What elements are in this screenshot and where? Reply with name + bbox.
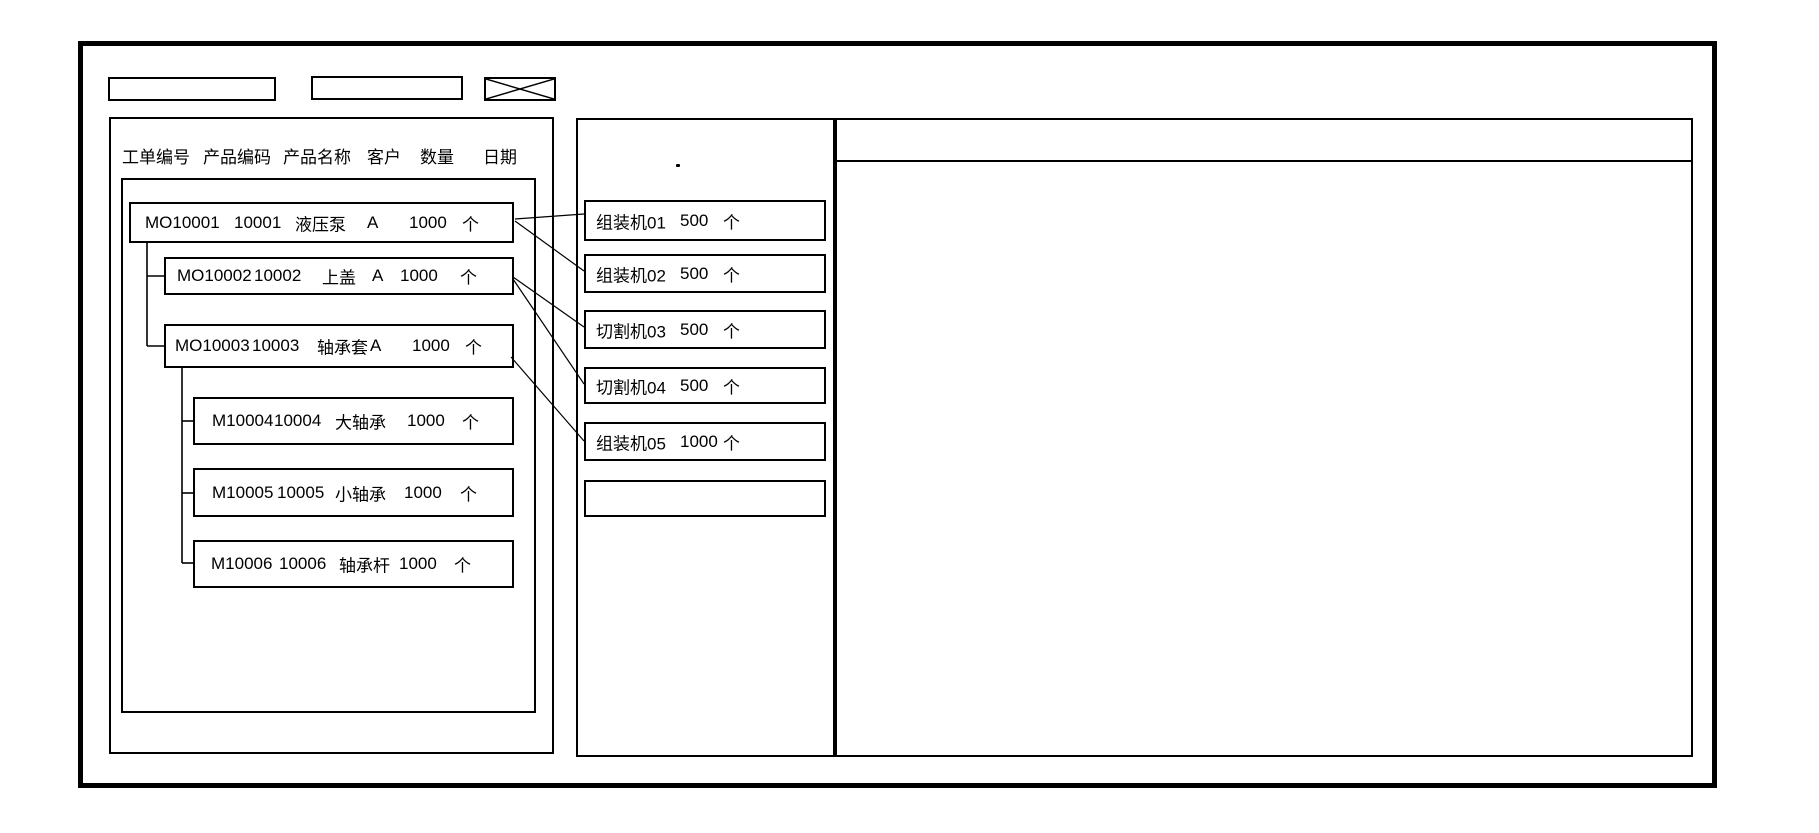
product-code: 10001: [234, 212, 282, 232]
product-name: 轴承套: [317, 338, 368, 358]
work-order-row-MO10002[interactable]: MO10002 10002 上盖 A 1000 个: [164, 257, 514, 295]
machine-box-4[interactable]: 切割机04 500 个: [584, 367, 826, 404]
work-order-row-M10005[interactable]: M10005 10005 小轴承 1000 个: [193, 468, 514, 517]
qty: 1000: [399, 554, 437, 573]
product-code: 10002: [254, 266, 302, 285]
machine-unit: 个: [723, 266, 740, 285]
order-no: M10005: [212, 482, 274, 502]
machine-qty: 500: [680, 210, 709, 230]
product-code: 10004: [274, 411, 322, 430]
qty: 1000: [404, 482, 442, 502]
customer: A: [372, 266, 384, 285]
unit: 个: [462, 215, 479, 234]
order-no: MO10003: [175, 336, 250, 355]
qty: 1000: [409, 212, 447, 232]
column-header-order-no: 工单编号: [122, 148, 190, 167]
toolbar-field-1[interactable]: [108, 77, 276, 101]
order-no: MO10002: [177, 266, 252, 285]
machine-box-3[interactable]: 切割机03 500 个: [584, 310, 826, 349]
machine-unit: 个: [723, 213, 740, 232]
product-name: 液压泵: [295, 215, 346, 234]
x-icon: [486, 79, 554, 99]
machine-box-5[interactable]: 组装机05 1000 个: [584, 422, 826, 461]
dot-mark: [676, 164, 680, 167]
work-order-row-M10006[interactable]: M10006 10006 轴承杆 1000 个: [193, 540, 514, 588]
machine-box-empty[interactable]: [584, 480, 826, 517]
qty: 1000: [407, 411, 445, 430]
product-name: 大轴承: [335, 413, 386, 433]
column-header-product-code: 产品编码: [203, 148, 271, 167]
work-order-row-M10004[interactable]: M10004 10004 大轴承 1000 个: [193, 397, 514, 445]
product-name: 轴承杆: [339, 556, 390, 576]
machine-box-2[interactable]: 组装机02 500 个: [584, 254, 826, 293]
machine-unit: 个: [723, 322, 740, 341]
machine-name: 组装机05: [596, 434, 666, 453]
product-name: 小轴承: [335, 485, 386, 504]
qty: 1000: [412, 336, 450, 355]
customer: A: [370, 336, 382, 355]
unit: 个: [460, 485, 477, 504]
order-no: MO10001: [145, 212, 220, 232]
unit: 个: [454, 556, 471, 576]
machine-qty: 1000: [680, 431, 718, 451]
product-code: 10005: [277, 482, 325, 502]
machine-box-1[interactable]: 组装机01 500 个: [584, 200, 826, 241]
order-no: M10006: [211, 554, 273, 573]
work-order-row-MO10003[interactable]: MO10003 10003 轴承套 A 1000 个: [164, 324, 514, 368]
customer: A: [367, 212, 379, 232]
product-name: 上盖: [322, 268, 356, 288]
qty: 1000: [400, 266, 438, 285]
product-code: 10006: [279, 554, 327, 573]
unit: 个: [460, 268, 477, 288]
product-code: 10003: [252, 336, 300, 355]
detail-panel-header-divider: [837, 160, 1691, 162]
machine-name: 组装机01: [596, 213, 666, 232]
work-order-row-MO10001[interactable]: MO10001 10001 液压泵 A 1000 个: [129, 202, 514, 243]
column-header-date: 日期: [483, 148, 517, 167]
machine-name: 切割机04: [596, 378, 666, 397]
machine-unit: 个: [723, 378, 740, 397]
machine-unit: 个: [723, 434, 740, 453]
detail-panel: [835, 118, 1693, 757]
machine-name: 组装机02: [596, 266, 666, 285]
toolbar-field-2[interactable]: [311, 76, 463, 100]
machine-name: 切割机03: [596, 322, 666, 341]
machine-qty: 500: [680, 375, 709, 395]
unit: 个: [462, 413, 479, 433]
machine-qty: 500: [680, 263, 709, 283]
image-placeholder-button[interactable]: [484, 77, 556, 101]
column-header-qty: 数量: [420, 148, 454, 167]
column-header-customer: 客户: [367, 148, 401, 167]
order-no: M10004: [212, 411, 274, 430]
column-header-product-name: 产品名称: [283, 148, 351, 167]
unit: 个: [465, 338, 482, 358]
machine-qty: 500: [680, 319, 709, 339]
